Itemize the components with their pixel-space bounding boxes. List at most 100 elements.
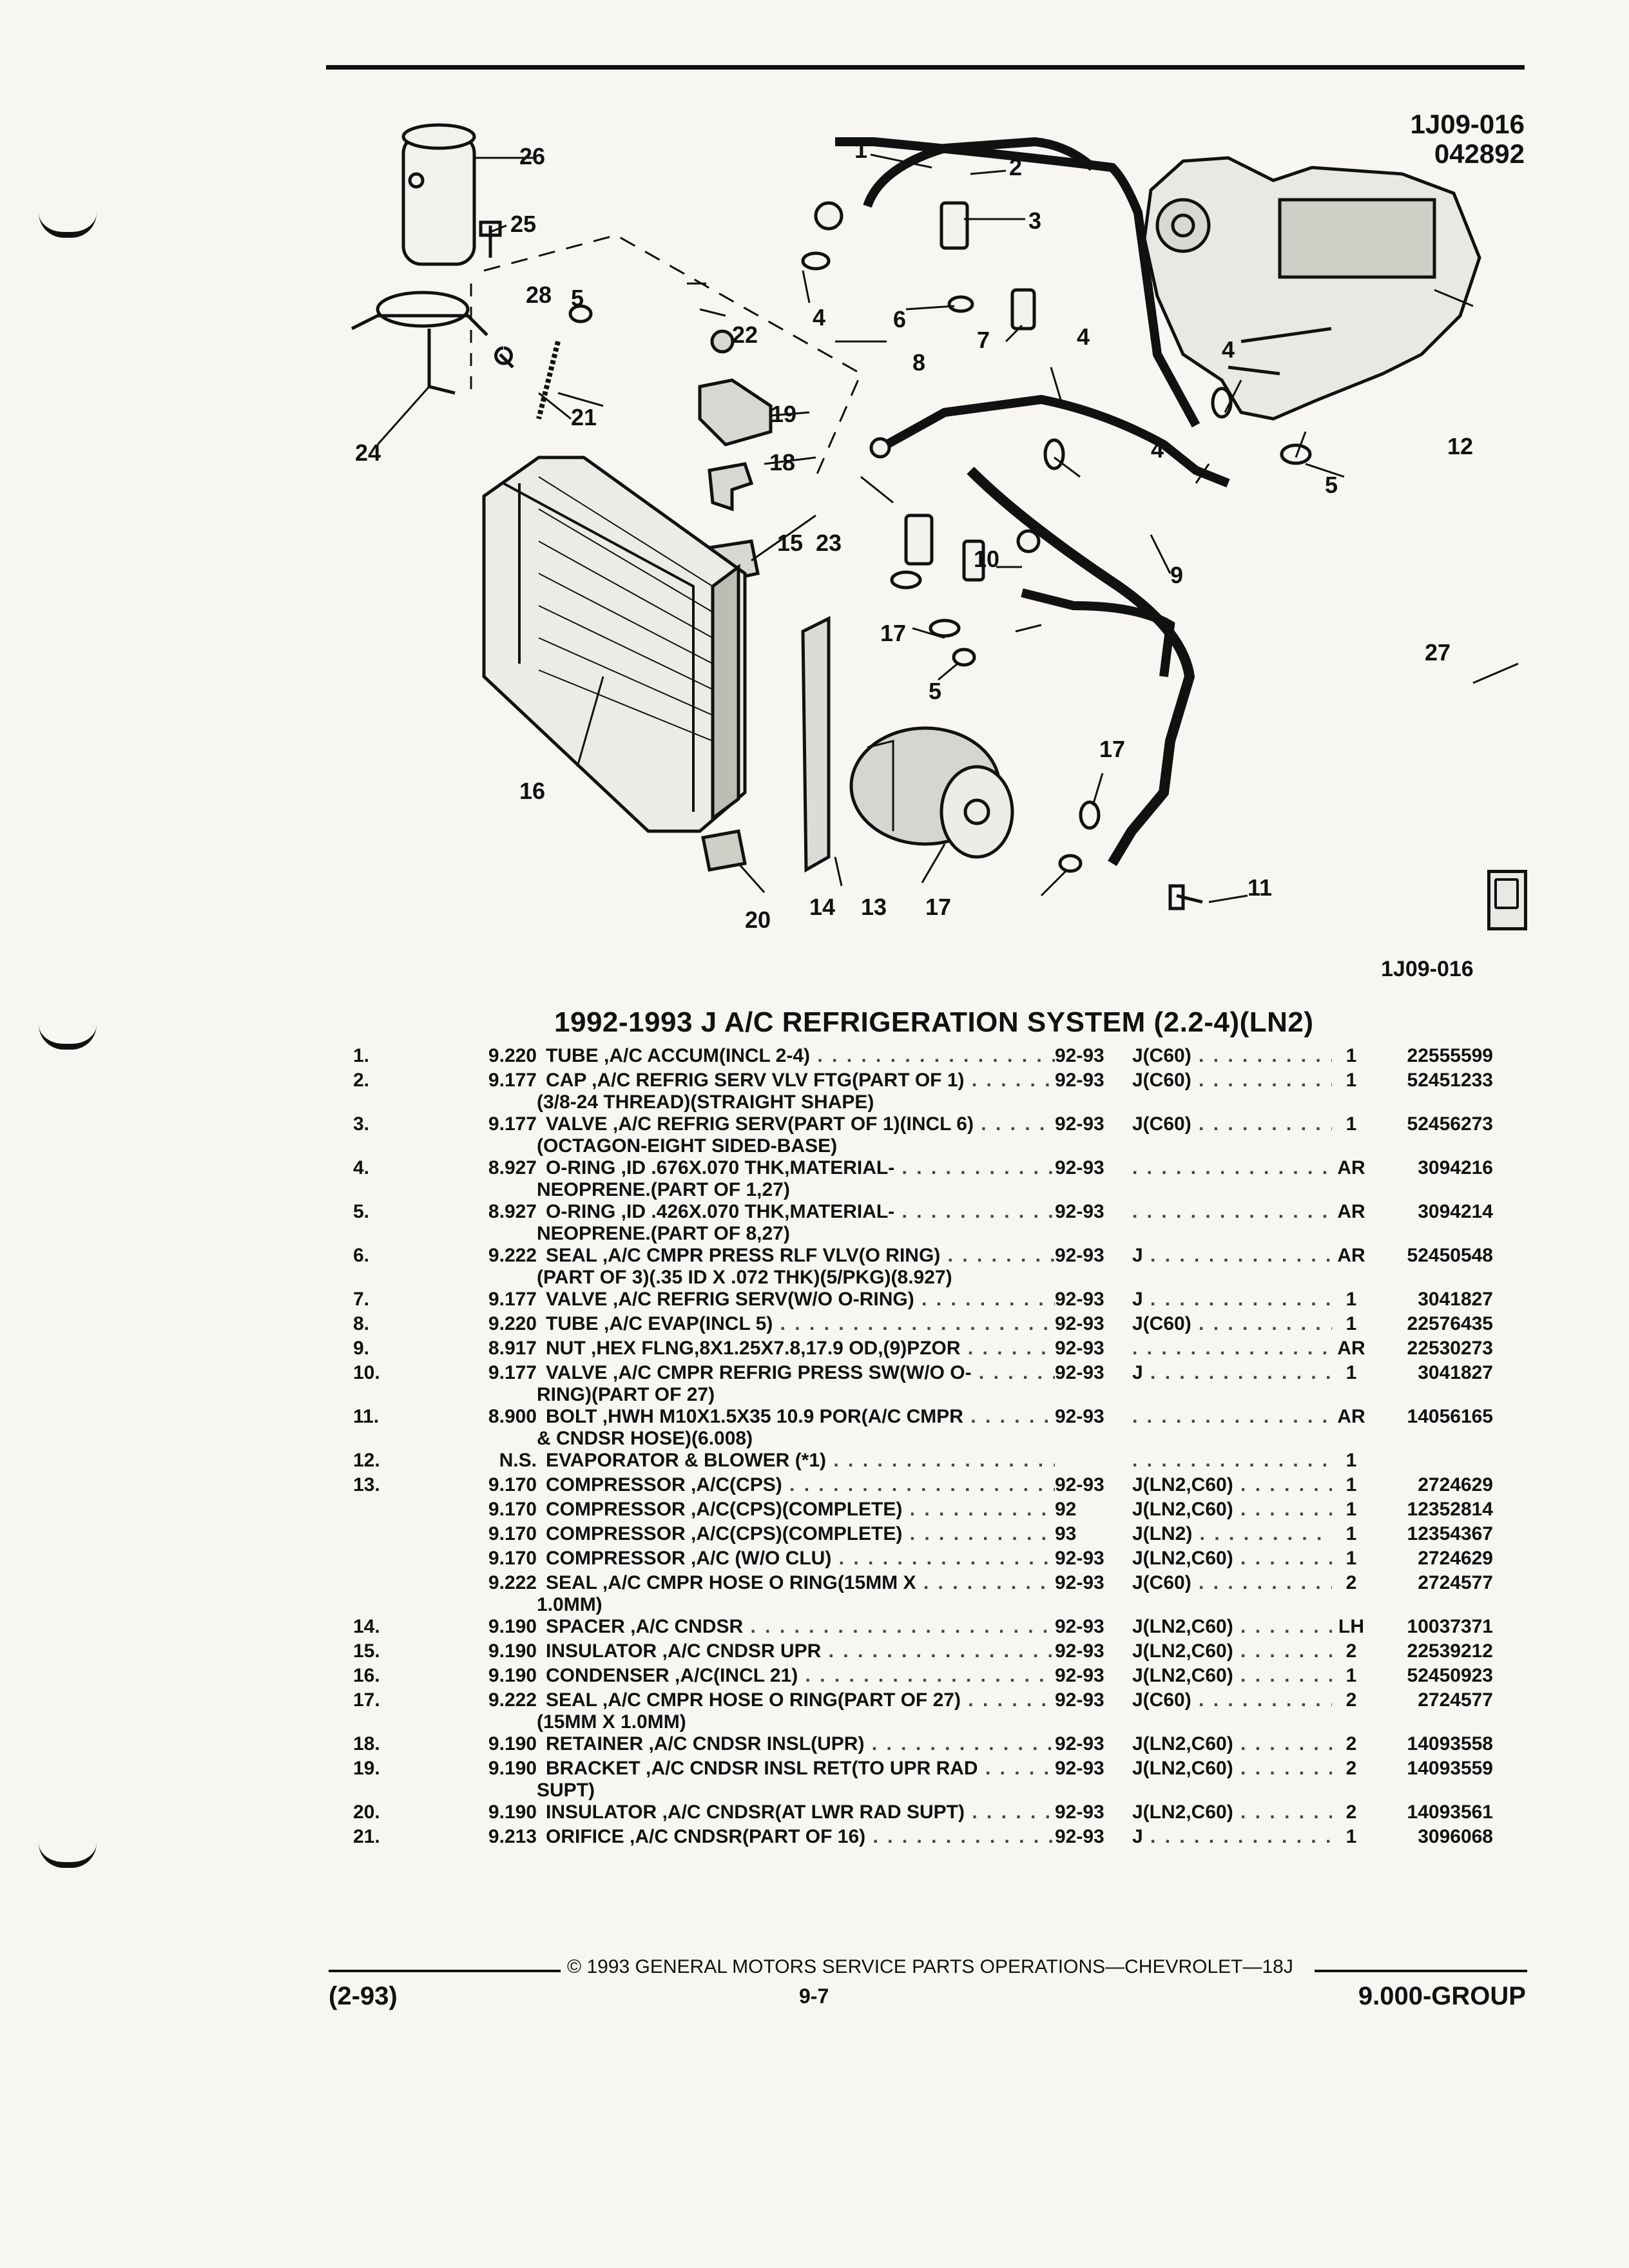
accumulator-part [401,123,476,266]
leader-dots: . . . . . . . . . . . . . . . . . . . . … [1240,1474,1332,1495]
insulator-bracket-part [698,378,773,447]
part-number: 52451233 [1407,1070,1493,1091]
model-options: J(LN2,C60) . . . . . . . . . . . . . . .… [1132,1665,1332,1687]
condenser-part [482,456,747,833]
svg-text:17: 17 [880,620,906,646]
part-number: 2724577 [1418,1572,1493,1593]
leader-dots: . . . . . . . . . . . . . . . . . . . . … [833,1450,1055,1471]
svg-text:18: 18 [769,449,795,476]
svg-text:22: 22 [732,322,758,348]
model-options: J(LN2) . . . . . . . . . . . . . . . . .… [1132,1523,1332,1545]
leader-dots: . . . . . . . . . . . . . . . . . . . . … [1199,1572,1332,1593]
binder-punch-mark [39,1024,97,1050]
part-desc-text: ,A/C CMPR PRESS RLF VLV(O RING) [602,1245,941,1266]
model-options: . . . . . . . . . . . . . . . . . . . . … [1132,1157,1332,1179]
part-description: VALVE ,A/C REFRIG SERV(W/O O-RING) . . .… [546,1289,1055,1311]
option-text: J(LN2,C60) [1132,1802,1233,1823]
svg-text:8: 8 [912,349,925,376]
part-number: 52450548 [1407,1245,1493,1266]
part-desc-text: ,A/C CMPR HOSE O RING(PART OF 27) [602,1689,961,1711]
part-description: TUBE ,A/C ACCUM(INCL 2-4) . . . . . . . … [546,1045,1055,1067]
model-years: 92-93 [1055,1406,1104,1427]
leader-dots: . . . . . . . . . . . . . . . . . . . . … [909,1499,1055,1520]
part-desc-text: ,A/C (W/O CLU) [691,1548,832,1569]
leader-dots: . . . . . . . . . . . . . . . . . . . . … [901,1201,1055,1222]
option-text: J(LN2) [1132,1523,1193,1544]
leader-dots: . . . . . . . . . . . . . . . . . . . . … [871,1733,1055,1754]
group-number: 8.927 [488,1157,537,1178]
svg-text:6: 6 [893,306,906,332]
option-text: J(C60) [1132,1572,1191,1593]
model-options: J(C60) . . . . . . . . . . . . . . . . .… [1132,1572,1332,1594]
model-years: 92-93 [1055,1070,1104,1091]
part-name: BOLT [546,1406,597,1427]
model-options: J(LN2,C60) . . . . . . . . . . . . . . .… [1132,1474,1332,1496]
quantity: 1 [1345,1045,1357,1066]
option-text: J(C60) [1132,1113,1191,1135]
svg-text:21: 21 [571,404,597,430]
leader-dots: . . . . . . . . . . . . . . . . . . . . … [1240,1802,1332,1823]
item-number: 9. [353,1338,370,1359]
part-name: SEAL [546,1245,597,1266]
quantity: AR [1337,1406,1365,1427]
part-name: VALVE [546,1362,608,1383]
model-years: 92-93 [1055,1689,1104,1711]
group-number: 9.190 [488,1616,537,1637]
quantity: 2 [1345,1733,1357,1754]
svg-text:3: 3 [1028,207,1041,234]
model-options: J(LN2,C60) . . . . . . . . . . . . . . .… [1132,1640,1332,1662]
svg-text:23: 23 [816,530,842,556]
part-desc-text: ,A/C CNDSR [630,1616,744,1637]
service-valve-part [940,201,969,250]
group-number: 9.222 [488,1689,537,1711]
item-number: 3. [353,1113,370,1135]
group-number: 9.220 [488,1045,537,1066]
svg-text:17: 17 [1099,736,1125,762]
svg-text:17: 17 [925,894,951,920]
part-description: COMPRESSOR ,A/C(CPS)(COMPLETE) . . . . .… [546,1499,1055,1521]
part-number: 3094214 [1418,1201,1493,1222]
footer-copyright: © 1993 GENERAL MOTORS SERVICE PARTS OPER… [567,1956,1293,1977]
leader-dots: . . . . . . . . . . . . . . . . . . . . … [828,1640,1055,1662]
part-number: 22555599 [1407,1045,1493,1066]
part-description-continued: (OCTAGON-EIGHT SIDED-BASE) [537,1135,838,1157]
model-options: J . . . . . . . . . . . . . . . . . . . … [1132,1245,1332,1267]
part-desc-text: ,ID .426X.070 THK,MATERIAL- [621,1201,895,1222]
page-title: 1992-1993 J A/C REFRIGERATION SYSTEM (2.… [554,1006,1314,1038]
part-name: COMPRESSOR [546,1499,686,1520]
part-name: ORIFICE [546,1826,624,1847]
quantity: AR [1337,1338,1365,1359]
model-years: 92-93 [1055,1362,1104,1383]
group-number: 9.190 [488,1802,537,1823]
group-number: 9.177 [488,1362,537,1383]
part-name: COMPRESSOR [546,1523,686,1544]
part-number: 14093561 [1407,1802,1493,1823]
option-text: J(C60) [1132,1689,1191,1711]
group-number: 9.170 [488,1548,537,1569]
part-number: 10037371 [1407,1616,1493,1637]
model-years: 92-93 [1055,1802,1104,1823]
part-number: 14093559 [1407,1758,1493,1779]
leader-dots: . . . . . . . . . . . . . . . . . . . . … [1132,1406,1332,1427]
part-number: 3094216 [1418,1157,1493,1178]
part-name: O-RING [546,1201,616,1222]
compressor-part [849,726,1014,859]
model-years: 92-93 [1055,1045,1104,1066]
leader-dots: . . . . . . . . . . . . . . . . . . . . … [1240,1665,1332,1686]
leader-dots: . . . . . . . . . . . . . . . . . . . . … [789,1474,1055,1495]
svg-text:5: 5 [571,285,584,311]
item-number: 2. [353,1070,370,1091]
part-number: 2724629 [1418,1474,1493,1495]
model-options: J(LN2,C60) . . . . . . . . . . . . . . .… [1132,1548,1332,1570]
quantity: 2 [1345,1689,1357,1711]
part-desc-text: ,A/C REFRIG SERV(PART OF 1)(INCL 6) [612,1113,974,1135]
o-ring-part [568,304,593,323]
part-desc-text: ,A/C CNDSR INSL(UPR) [648,1733,865,1754]
model-years: 92-93 [1055,1665,1104,1686]
